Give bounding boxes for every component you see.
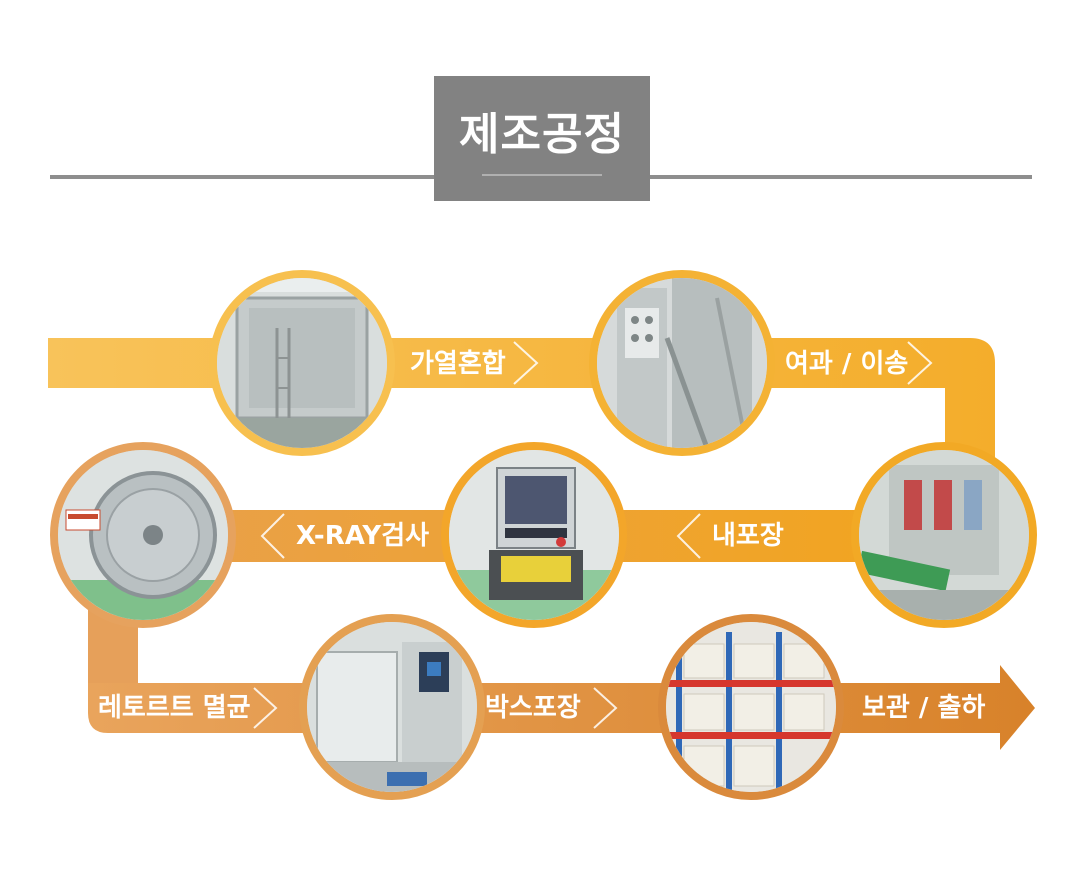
step-label-storage: 보관 / 출하	[862, 693, 986, 723]
photo-retort-sterilizer	[50, 442, 236, 628]
header-rule-right	[650, 175, 1032, 179]
step-label-retort: 레토르트 멸균	[98, 693, 251, 723]
chevron-right-icon	[253, 687, 278, 729]
chevron-left-icon	[676, 513, 701, 559]
step-label-xray: X-RAY검사	[296, 521, 430, 551]
photo-box-packaging-line	[299, 614, 485, 800]
header-rule-left	[50, 175, 434, 179]
photo-mixing-tank	[209, 270, 395, 456]
chevron-right-icon	[513, 341, 539, 385]
step-label-filter: 여과 / 이송	[785, 349, 909, 379]
step-label-mixing: 가열혼합	[410, 349, 506, 379]
chevron-right-icon	[593, 687, 618, 729]
photo-inner-packaging-machine	[851, 442, 1037, 628]
step-label-box-pack: 박스포장	[485, 693, 581, 723]
chevron-right-icon	[907, 341, 933, 385]
chevron-left-icon	[260, 513, 285, 559]
title-underline	[482, 174, 602, 176]
photo-filter-machine	[589, 270, 775, 456]
photo-warehouse-racks	[658, 614, 844, 800]
step-label-inner-pack: 내포장	[712, 521, 784, 551]
photo-xray-inspector	[441, 442, 627, 628]
title-box: 제조공정	[434, 76, 650, 201]
page-title: 제조공정	[459, 109, 625, 160]
